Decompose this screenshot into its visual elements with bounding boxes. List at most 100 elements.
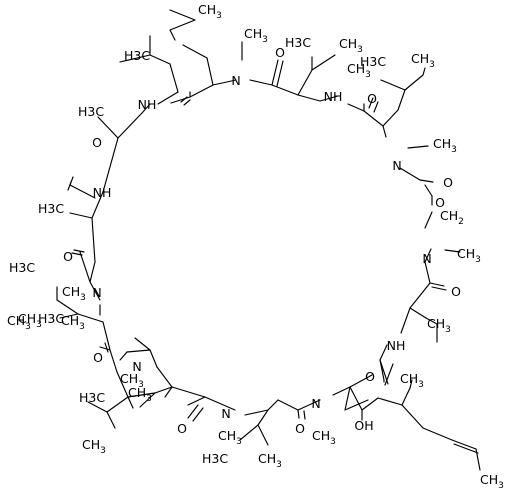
bond-25 (373, 101, 379, 113)
bond-118 (117, 112, 143, 139)
bond-55 (344, 399, 369, 411)
group-label-ch2: CH2 (440, 208, 464, 227)
bond-lines (56, 9, 481, 471)
bond-10 (170, 96, 191, 104)
group-label-ch3-r: CH3 (18, 311, 42, 330)
bond-29 (380, 79, 406, 91)
bond-112 (91, 191, 104, 219)
atom-label-o6: O (451, 284, 461, 299)
bond-74 (257, 409, 269, 426)
bond-111 (69, 212, 93, 219)
bond-16 (297, 69, 313, 96)
bond-47 (400, 307, 411, 334)
atom-label-n7: N (221, 406, 230, 421)
bond-87 (134, 337, 151, 351)
bond-28 (397, 89, 406, 111)
bond-31 (422, 67, 426, 76)
bond-32 (407, 145, 429, 149)
bond-108 (71, 252, 83, 256)
bond-82 (164, 386, 173, 398)
bond-94 (87, 401, 108, 413)
bond-60 (377, 397, 403, 406)
bond-78 (187, 396, 206, 406)
bond-65 (451, 439, 477, 450)
bond-4 (206, 57, 214, 86)
bond-0 (169, 9, 196, 21)
atom-label-n10: NH (93, 185, 112, 200)
bond-42 (431, 286, 447, 291)
bond-64 (422, 427, 453, 441)
bond-9 (183, 99, 191, 106)
group-label-h3c-g: H3C (202, 451, 228, 466)
group-label-ch3-k: CH3 (120, 371, 144, 390)
group-label-ch3-n: CH3 (218, 428, 242, 447)
atom-label-n2: NH (138, 97, 157, 112)
bond-88 (154, 386, 173, 394)
atom-label-o10: O (177, 421, 187, 436)
bond-90 (127, 392, 156, 398)
bond-63 (401, 404, 424, 429)
group-label-h3c-d: H3C (78, 104, 104, 119)
bond-41 (429, 282, 445, 287)
bond-110 (91, 217, 96, 263)
group-label-h3c-e: H3C (9, 260, 35, 275)
bond-91 (127, 396, 134, 409)
bond-121 (169, 63, 179, 93)
group-label-ch3-c: CH3 (339, 36, 363, 55)
bond-6 (189, 84, 214, 98)
bond-85 (126, 349, 151, 353)
group-label-h3c-b: H3C (285, 35, 311, 50)
group-label-ch3-d: CH3 (347, 61, 371, 80)
bond-45 (425, 317, 438, 325)
bond-66 (453, 443, 479, 454)
bond-14 (276, 60, 284, 87)
group-label-ch3-b: CH3 (244, 26, 268, 45)
bond-43 (409, 282, 431, 309)
atom-label-o7: O (93, 350, 103, 365)
bond-24 (368, 97, 374, 109)
atom-label-o8: O (365, 369, 375, 384)
atom-label-o4: O (443, 175, 453, 190)
bond-76 (257, 424, 269, 446)
bond-102 (56, 299, 79, 315)
bond-80 (192, 407, 204, 422)
bond-109 (89, 261, 96, 283)
bond-62 (409, 379, 413, 389)
bond-89 (139, 392, 156, 408)
group-label-ch3-a: CH3 (198, 2, 222, 21)
atom-label-n1: N (231, 73, 240, 88)
bond-84 (149, 349, 158, 368)
atom-label-o9: O (295, 421, 305, 436)
bond-12 (249, 79, 273, 86)
bond-13 (271, 59, 279, 86)
atom-label-n5: NH (387, 338, 406, 353)
group-label-ch3-p: CH3 (400, 371, 424, 390)
bond-120 (157, 91, 179, 105)
group-label-ch3-l: CH3 (82, 437, 106, 456)
bond-97 (99, 346, 111, 351)
bond-59 (361, 397, 379, 411)
bond-72 (267, 399, 279, 411)
bond-86 (119, 351, 128, 361)
group-label-ch3-f: CH3 (433, 136, 457, 155)
bond-117 (97, 116, 119, 139)
bond-2 (169, 29, 176, 41)
bond-106 (79, 251, 91, 283)
bond-54 (344, 386, 351, 411)
bond-53 (349, 374, 373, 388)
bond-101 (59, 313, 79, 319)
atom-label-oh: OH (354, 418, 373, 433)
atom-label-o3: O (367, 91, 377, 106)
group-label-ch3-t: CH3 (128, 385, 152, 404)
bond-105 (89, 281, 101, 301)
atom-label-o5: O (63, 249, 73, 264)
bond-70 (303, 410, 306, 420)
bond-96 (109, 349, 118, 373)
bond-81 (171, 386, 206, 398)
bond-15 (271, 84, 299, 96)
atom-label-n11: NH (324, 89, 343, 104)
atom-label-n6: N (311, 396, 320, 411)
bond-75 (239, 424, 259, 441)
group-label-h3c-c: H3C (360, 54, 386, 69)
